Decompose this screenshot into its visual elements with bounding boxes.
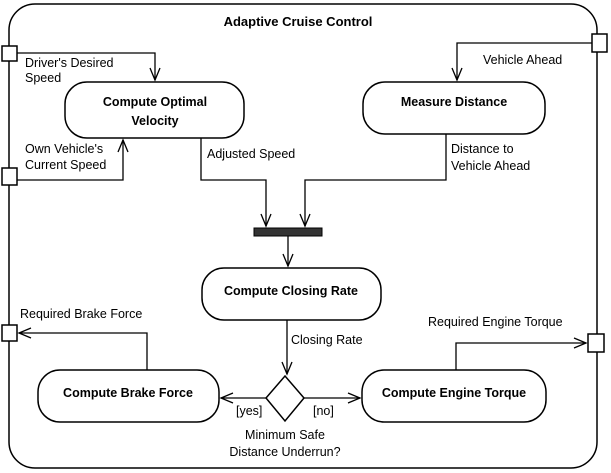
guard-no: [no] (313, 404, 334, 418)
decision-node (265, 374, 305, 423)
label-required-brake-force: Required Brake Force (20, 307, 142, 321)
action-measure-distance (362, 81, 546, 135)
action-compute-brake-force (37, 369, 220, 423)
guard-yes: [yes] (236, 404, 262, 418)
action-compute-optimal-velocity-line2: Velocity (131, 114, 178, 128)
flow-join-to-closing-rate-arrow (282, 253, 294, 268)
join-bar (253, 227, 323, 237)
action-compute-optimal-velocity (64, 81, 245, 139)
label-vehicle-ahead: Vehicle Ahead (483, 53, 562, 67)
flow-decision-no-arrow (347, 392, 362, 404)
action-compute-engine-torque-label: Compute Engine Torque (382, 386, 526, 400)
flow-decision-yes-arrow (219, 392, 234, 404)
param-drivers-desired-speed-pin (1, 45, 18, 62)
flow-closing-rate-arrow (281, 361, 293, 376)
label-distance-to-vehicle-line1: Distance to (451, 142, 514, 156)
label-required-engine-torque: Required Engine Torque (428, 315, 563, 329)
flow-own-vehicle-speed (17, 140, 124, 181)
flow-required-engine-torque-arrow (573, 337, 588, 349)
decision-question-line1: Minimum Safe (245, 428, 325, 442)
flow-vehicle-ahead-arrow (451, 67, 463, 82)
flow-drivers-desired-speed-arrow (149, 67, 161, 82)
flow-required-engine-torque (455, 342, 586, 370)
activity-title: Adaptive Cruise Control (224, 14, 373, 29)
action-compute-optimal-velocity-line1: Compute Optimal (103, 95, 207, 109)
flow-distance-to-vehicle (304, 134, 447, 226)
label-own-vehicle-speed-line1: Own Vehicle's (25, 142, 103, 156)
action-compute-engine-torque (361, 369, 547, 423)
flow-required-brake-force-arrow (17, 327, 32, 339)
label-adjusted-speed: Adjusted Speed (207, 147, 295, 161)
label-own-vehicle-speed-line2: Current Speed (25, 158, 106, 172)
flow-own-vehicle-speed-arrow (117, 138, 129, 153)
flow-drivers-desired-speed (17, 52, 156, 80)
param-required-engine-torque-pin (587, 333, 605, 353)
flow-adjusted-speed (200, 138, 267, 226)
flow-vehicle-ahead (456, 42, 592, 80)
param-vehicle-ahead-pin (591, 33, 608, 53)
decision-question-line2: Distance Underrun? (229, 445, 340, 459)
action-compute-brake-force-label: Compute Brake Force (63, 386, 193, 400)
action-compute-closing-rate (201, 267, 382, 321)
label-closing-rate: Closing Rate (291, 333, 363, 347)
flow-adjusted-speed-arrow (260, 213, 272, 228)
label-distance-to-vehicle-line2: Vehicle Ahead (451, 159, 530, 173)
label-drivers-desired-speed-line2: Speed (25, 71, 61, 85)
action-measure-distance-label: Measure Distance (401, 95, 507, 109)
flow-distance-to-vehicle-arrow (299, 213, 311, 228)
flow-required-brake-force (19, 332, 148, 370)
param-own-vehicle-speed-pin (1, 167, 18, 186)
action-compute-closing-rate-label: Compute Closing Rate (224, 284, 358, 298)
label-drivers-desired-speed-line1: Driver's Desired (25, 56, 114, 70)
param-required-brake-force-pin (1, 324, 18, 342)
